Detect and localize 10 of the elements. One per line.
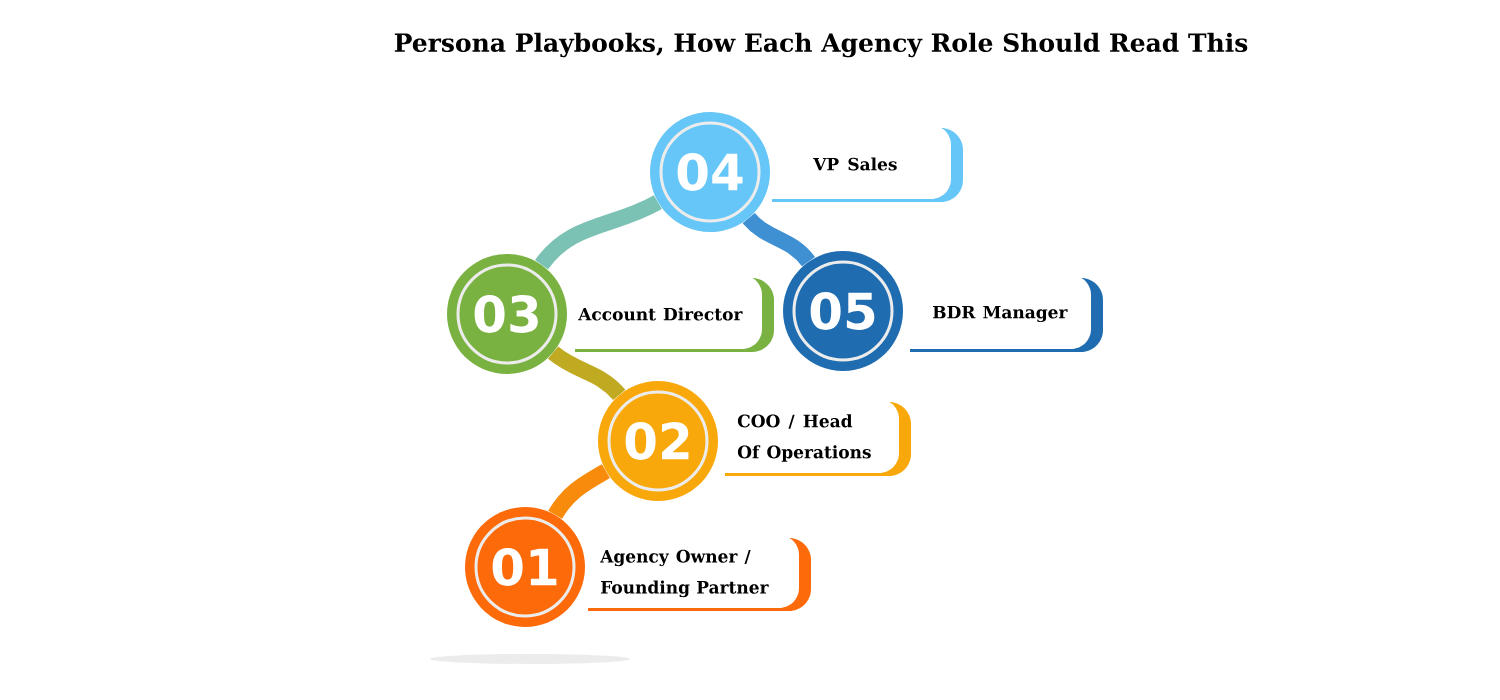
label-box: BDR Manager [910, 275, 1103, 352]
connector [548, 464, 610, 520]
connector [535, 195, 662, 270]
label-box: Agency Owner / Founding Partner [588, 535, 811, 611]
label-box: Account Director [575, 275, 774, 352]
connector [548, 346, 626, 401]
title: Persona Playbooks, How Each Agency Role Should Read This [394, 32, 1248, 58]
label-box: VP Sales [772, 125, 963, 202]
label-box: COO / Head Of Operations [725, 399, 911, 476]
connector [742, 212, 815, 267]
